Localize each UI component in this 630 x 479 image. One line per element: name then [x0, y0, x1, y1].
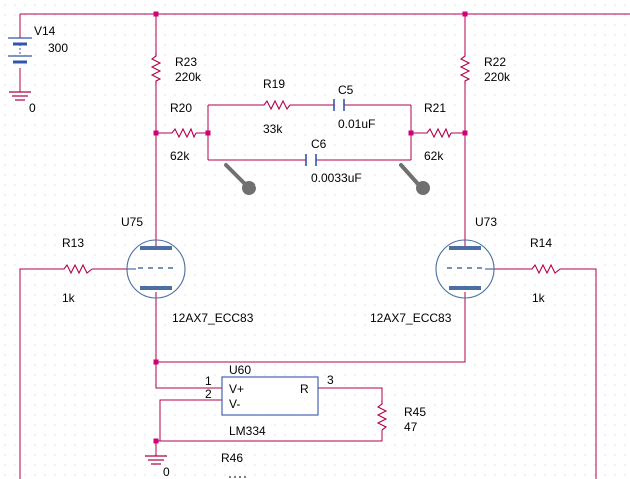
v14-ref: V14: [34, 24, 56, 38]
wire-r13-left: [19, 268, 60, 479]
r22-ref: R22: [484, 55, 506, 69]
junction-dot: [153, 359, 159, 365]
triode-plate: [449, 246, 481, 250]
wire-u60-vminus: [159, 399, 222, 441]
u60-value: LM334: [229, 424, 266, 438]
wire-left-cathode: [155, 292, 222, 389]
resistor-zigzag: [260, 99, 291, 111]
c5-value: 0.01uF: [338, 117, 375, 131]
r14-ref: R14: [530, 236, 552, 250]
voltage-probe-minus[interactable]: V-: [399, 163, 438, 195]
u60-pin1: 1: [205, 374, 212, 388]
u60-pin3: 3: [327, 373, 334, 387]
r23-value: 220k: [175, 70, 202, 84]
current-source-u60[interactable]: U60 1 2 3 V+ V- R LM334: [205, 363, 334, 438]
u73-value: 12AX7_ECC83: [370, 311, 452, 325]
probe-minus-label: V-: [430, 184, 438, 193]
junction-dot: [153, 130, 159, 136]
r21-ref: R21: [424, 101, 446, 115]
resistor-r22[interactable]: R22 220k: [459, 52, 511, 84]
resistor-r45[interactable]: R45 47: [376, 400, 426, 434]
junction-dot: [462, 130, 468, 136]
ground-label-top: 0: [29, 101, 36, 115]
resistor-r23[interactable]: R23 220k: [150, 52, 202, 84]
wire-r45-bottom: [156, 430, 383, 442]
ground-label-bottom: 0: [163, 465, 170, 479]
triode-u75[interactable]: U75 12AX7_ECC83: [121, 215, 254, 325]
junction-dot: [408, 130, 414, 136]
resistor-r21[interactable]: R21 62k: [423, 101, 452, 163]
resistor-zigzag: [376, 400, 388, 431]
r20-ref: R20: [170, 101, 192, 115]
wire-u60-r: [318, 387, 383, 400]
resistor-r46[interactable]: R46: [221, 451, 247, 478]
r19-value: 33k: [263, 122, 283, 136]
r23-ref: R23: [175, 55, 197, 69]
u73-ref: U73: [475, 215, 497, 229]
u60-vplus: V+: [229, 382, 244, 396]
resistor-zigzag: [528, 263, 561, 275]
r20-value: 62k: [170, 149, 190, 163]
junction-dot: [153, 438, 159, 444]
junction-dot: [462, 11, 468, 17]
junction-dot: [153, 11, 159, 17]
u75-value: 12AX7_ECC83: [172, 311, 254, 325]
resistor-zigzag: [60, 263, 93, 275]
capacitor-c6[interactable]: C6 0.0033uF: [305, 137, 362, 185]
resistor-r13[interactable]: R13 1k: [60, 236, 93, 305]
u60-pin2: 2: [205, 387, 212, 401]
r45-ref: R45: [404, 405, 426, 419]
r21-value: 62k: [424, 149, 444, 163]
junction-dot: [205, 130, 211, 136]
resistor-zigzag: [423, 127, 452, 139]
capacitor-c5[interactable]: C5 0.01uF: [333, 83, 375, 131]
battery-v14[interactable]: V14 300: [8, 24, 68, 64]
probe-body: [399, 163, 420, 186]
triode-u73[interactable]: U73 12AX7_ECC83: [370, 215, 497, 325]
resistor-zigzag: [459, 52, 471, 84]
ground-symbol-bottom: 0: [145, 455, 170, 479]
junctions: [153, 11, 468, 444]
r22-value: 220k: [484, 70, 511, 84]
r14-value: 1k: [532, 291, 546, 305]
u60-r: R: [300, 382, 309, 396]
triode-plate: [140, 246, 172, 250]
resistor-zigzag: [150, 52, 162, 84]
r46-ref: R46: [221, 451, 243, 465]
r13-value: 1k: [62, 291, 76, 305]
probe-head: [416, 181, 430, 195]
u75-ref: U75: [121, 215, 143, 229]
r19-ref: R19: [263, 77, 285, 91]
probe-plus-label: V+: [255, 184, 265, 193]
r45-value: 47: [404, 420, 418, 434]
c6-value: 0.0033uF: [311, 171, 362, 185]
r13-ref: R13: [62, 236, 84, 250]
u60-vminus: V-: [229, 397, 240, 411]
wire-right-cathode: [156, 292, 466, 363]
probe-body: [224, 163, 247, 186]
resistor-r19[interactable]: R19 33k: [260, 77, 291, 136]
ic-body: [221, 376, 319, 416]
c6-ref: C6: [311, 137, 327, 151]
wire-r14-right: [560, 268, 597, 479]
resistor-zigzag: [168, 127, 197, 139]
ground-symbol-top: 0: [9, 91, 36, 115]
v14-value: 300: [48, 41, 68, 55]
c5-ref: C5: [338, 83, 354, 97]
triode-cathode: [140, 286, 172, 290]
triode-cathode: [449, 286, 481, 290]
resistor-r14[interactable]: R14 1k: [528, 236, 561, 305]
probe-head: [242, 181, 256, 195]
voltage-probe-plus[interactable]: V+: [224, 163, 265, 195]
u60-ref: U60: [229, 363, 251, 377]
resistor-r20[interactable]: R20 62k: [168, 101, 197, 163]
